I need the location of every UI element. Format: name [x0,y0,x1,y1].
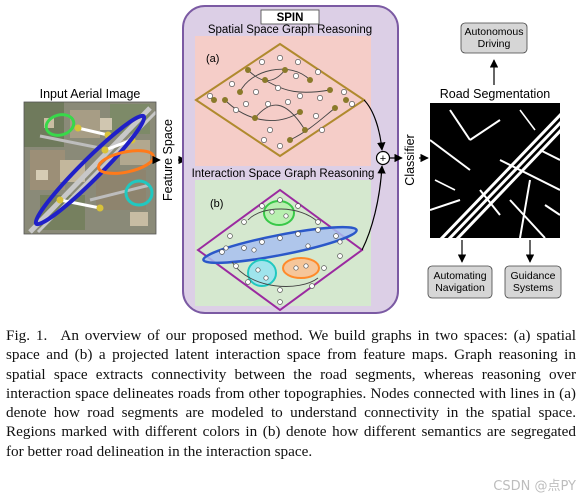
spatial-tag: (a) [206,53,219,65]
road-segmentation-title: Road Segmentation [440,87,551,101]
sum-symbol: + [380,153,386,165]
autonomous-driving-box [460,22,528,54]
figure-number: Fig. 1. [6,327,48,344]
interaction-tag: (b) [210,198,223,210]
sum-node [375,150,391,166]
figure-caption: Fig. 1. An overview of our proposed meth… [6,326,576,461]
spin-title: SPIN [277,12,304,24]
interaction-space-title: Interaction Space Graph Reasoning [192,168,375,180]
watermark: CSDN @点PY [493,479,576,494]
feature-space-label: Feature Space [161,119,175,201]
road-segmentation-image [430,103,560,238]
automating-navigation-box [427,265,493,299]
interaction-to-sum-arrow [361,165,386,251]
input-image-title: Input Aerial Image [40,87,141,101]
classifier-label: Classifier [403,134,417,185]
spin-title-box [260,9,320,25]
spatial-graph [194,42,366,158]
guidance-systems-box [504,265,562,299]
overview-diagram: Input Aerial Image [23,5,562,314]
spatial-to-sum-arrow [363,99,386,151]
caption-text: An overview of our proposed method. We b… [6,327,576,460]
aerial-image [24,102,156,234]
spatial-space-title: Spatial Space Graph Reasoning [208,24,372,36]
